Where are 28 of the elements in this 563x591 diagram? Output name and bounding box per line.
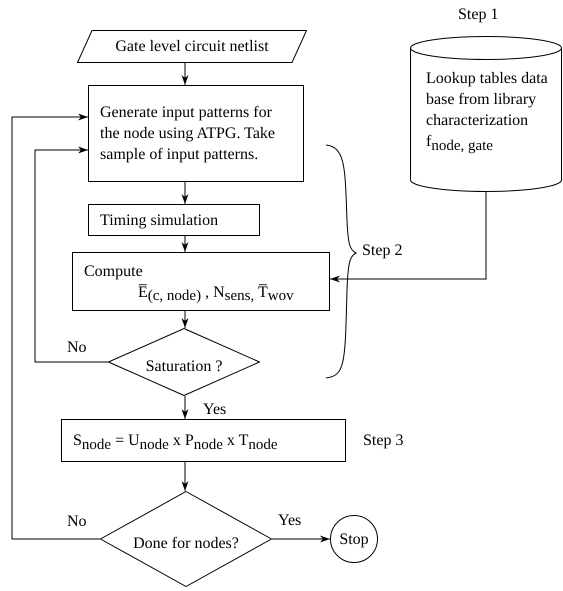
arrow [182,462,188,492]
arrow [330,192,486,282]
step-label: Step 3 [363,431,404,451]
arrow [182,310,188,328]
node-text: Generate input patterns for the node using ATPG. Take sample of input patterns. [100,103,276,165]
decision-diamond [108,328,260,396]
process-box [61,419,346,462]
database-cylinder [410,36,562,192]
arrow [182,182,188,204]
arrow [34,146,108,362]
process-box [88,85,304,182]
node-text: Compute [84,262,144,282]
arrow [12,114,100,540]
node-text: Saturation ? [146,356,222,376]
arrow [182,236,188,252]
step-label: Step 2 [362,241,402,261]
process-box [88,204,260,236]
input-parallelogram [77,30,307,63]
node-text: Gate level circuit netlist [115,37,269,57]
decision-diamond [100,491,272,587]
process-box [72,252,330,311]
arrow [182,396,188,420]
arrow [182,62,188,86]
node-text: Done for nodes? [133,534,239,554]
node-text: Stop [339,530,369,550]
step-label: Step 1 [458,5,498,25]
node-text: Timing simulation [100,210,220,230]
arrow [272,536,330,542]
